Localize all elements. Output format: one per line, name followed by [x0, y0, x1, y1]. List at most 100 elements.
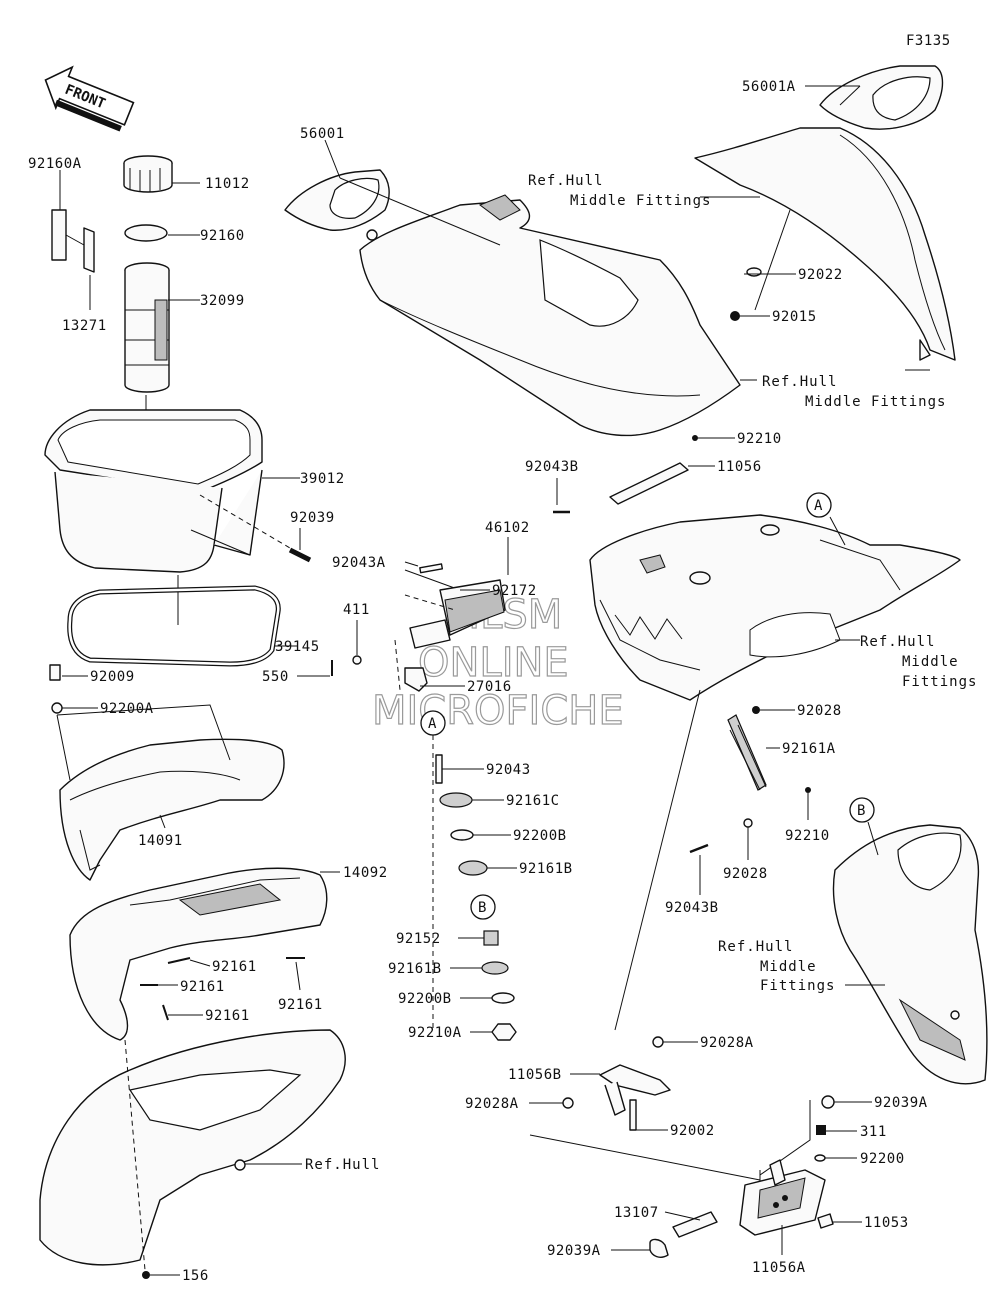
reference-labels: Ref.Hull Middle Fittings Ref.Hull Middle…	[305, 173, 977, 1173]
label-27016: 27016	[467, 679, 512, 695]
stack-group	[432, 735, 517, 1041]
hull-right-group	[832, 824, 988, 1085]
storage-bin-group	[44, 155, 312, 667]
label-92039: 92039	[290, 510, 335, 526]
part-hull-right-fitting	[694, 127, 956, 361]
callout-a-top: A	[806, 492, 832, 518]
cover-56001-group	[284, 169, 741, 437]
label-92152: 92152	[396, 931, 441, 947]
step-11056a-group	[649, 1095, 835, 1258]
label-14091: 14091	[138, 833, 183, 849]
label-92161-1: 92161	[212, 959, 257, 975]
label-14092: 14092	[343, 865, 388, 881]
ref-3-line-2: Middle	[902, 654, 959, 670]
ref-4-line-3: Fittings	[760, 978, 835, 994]
callout-b-mid-label: B	[478, 900, 487, 916]
label-92200a: 92200A	[100, 701, 154, 717]
label-92210: 92210	[737, 431, 782, 447]
part-92210-pin	[692, 435, 698, 441]
label-11053: 11053	[864, 1215, 909, 1231]
part-hull-right-lower	[832, 824, 988, 1085]
label-92161-3: 92161	[205, 1008, 250, 1024]
ref-2-line-2: Middle Fittings	[805, 394, 946, 410]
part-11056-group	[553, 435, 698, 514]
label-92022: 92022	[798, 267, 843, 283]
label-92043: 92043	[486, 762, 531, 778]
label-39145: 39145	[275, 639, 320, 655]
ref-4-line-2: Middle	[760, 959, 817, 975]
label-92210a: 92210A	[408, 1025, 462, 1041]
label-92028a-2: 92028A	[465, 1096, 519, 1112]
bracket-11056b-group	[529, 1036, 811, 1181]
part-13271-shape	[83, 227, 95, 273]
label-32099: 32099	[200, 293, 245, 309]
label-56001a: 56001A	[742, 79, 796, 95]
label-92200: 92200	[860, 1151, 905, 1167]
label-92009: 92009	[90, 669, 135, 685]
part-92200b-washer	[450, 829, 474, 841]
bracket-46102-group	[331, 563, 506, 692]
ref-1-line-2: Middle Fittings	[570, 193, 711, 209]
label-11056a: 11056A	[752, 1260, 806, 1276]
watermark: HLSM ONLINE MICROFICHE	[371, 591, 624, 734]
figure-code: F3135	[906, 33, 951, 49]
part-92043-stud	[435, 754, 443, 784]
cover-14092-group	[69, 867, 328, 1041]
ref-5: Ref.Hull	[305, 1157, 380, 1173]
part-92028a-stopper	[652, 1036, 664, 1048]
part-92028a-stopper-2	[562, 1097, 574, 1109]
ref-4-line-1: Ref.Hull	[718, 939, 793, 955]
part-92160-gasket	[124, 224, 168, 242]
label-92161b-2: 92161B	[388, 961, 442, 977]
part-labels: 56001A 56001 92160A 11012 92160 32099 13…	[28, 79, 927, 1284]
hull-bottom-left-group	[39, 1029, 346, 1279]
label-550: 550	[262, 669, 289, 685]
label-311: 311	[860, 1124, 887, 1140]
label-92161a: 92161A	[782, 741, 836, 757]
watermark-line-3: MICROFICHE	[372, 688, 624, 734]
label-411: 411	[343, 602, 370, 618]
part-92039a-bolt-2	[821, 1095, 835, 1109]
callout-b-right: B	[849, 797, 875, 823]
ref-3-line-1: Ref.Hull	[860, 634, 935, 650]
part-hull-front	[39, 1029, 346, 1266]
label-92161-4: 92161	[278, 997, 323, 1013]
cover-56001a-group	[694, 65, 956, 361]
label-92200b-2: 92200B	[398, 991, 452, 1007]
label-92161b: 92161B	[519, 861, 573, 877]
part-13107-pin	[672, 1211, 718, 1238]
part-411-washer	[352, 655, 362, 665]
part-92009-bolt	[49, 664, 61, 681]
label-92160a: 92160A	[28, 156, 82, 172]
label-56001: 56001	[300, 126, 345, 142]
callout-b-right-label: B	[857, 803, 866, 819]
ref-1-line-1: Ref.Hull	[528, 173, 603, 189]
part-92161b-bushing	[458, 860, 488, 876]
label-156: 156	[182, 1268, 209, 1284]
part-92002-bolt	[629, 1099, 637, 1131]
callout-a-mid: A	[420, 710, 446, 736]
part-92210-pin-2	[805, 787, 811, 793]
part-hull-upper-cover	[359, 199, 741, 437]
part-92043b-pin-2	[689, 843, 709, 854]
callout-a-mid-label: A	[428, 716, 437, 732]
part-11053-clip	[817, 1213, 834, 1229]
ref-3-line-3: Fittings	[902, 674, 977, 690]
fender-14091-group	[49, 664, 285, 881]
label-92161-2: 92161	[180, 979, 225, 995]
part-92015-nut	[730, 311, 740, 321]
label-92028-2: 92028	[723, 866, 768, 882]
part-92210a-nut	[491, 1023, 517, 1041]
part-92039a-bolt	[649, 1238, 669, 1258]
label-46102: 46102	[485, 520, 530, 536]
part-14092-cover	[69, 867, 328, 1041]
part-92161c-bushing	[439, 792, 473, 808]
label-92210-2: 92210	[785, 828, 830, 844]
part-center-tray	[589, 514, 961, 701]
part-39145-seal	[67, 585, 281, 667]
leader-lines	[56, 85, 930, 1276]
label-92161c: 92161C	[506, 793, 560, 809]
part-92200-washer	[814, 1154, 826, 1162]
label-39012: 39012	[300, 471, 345, 487]
